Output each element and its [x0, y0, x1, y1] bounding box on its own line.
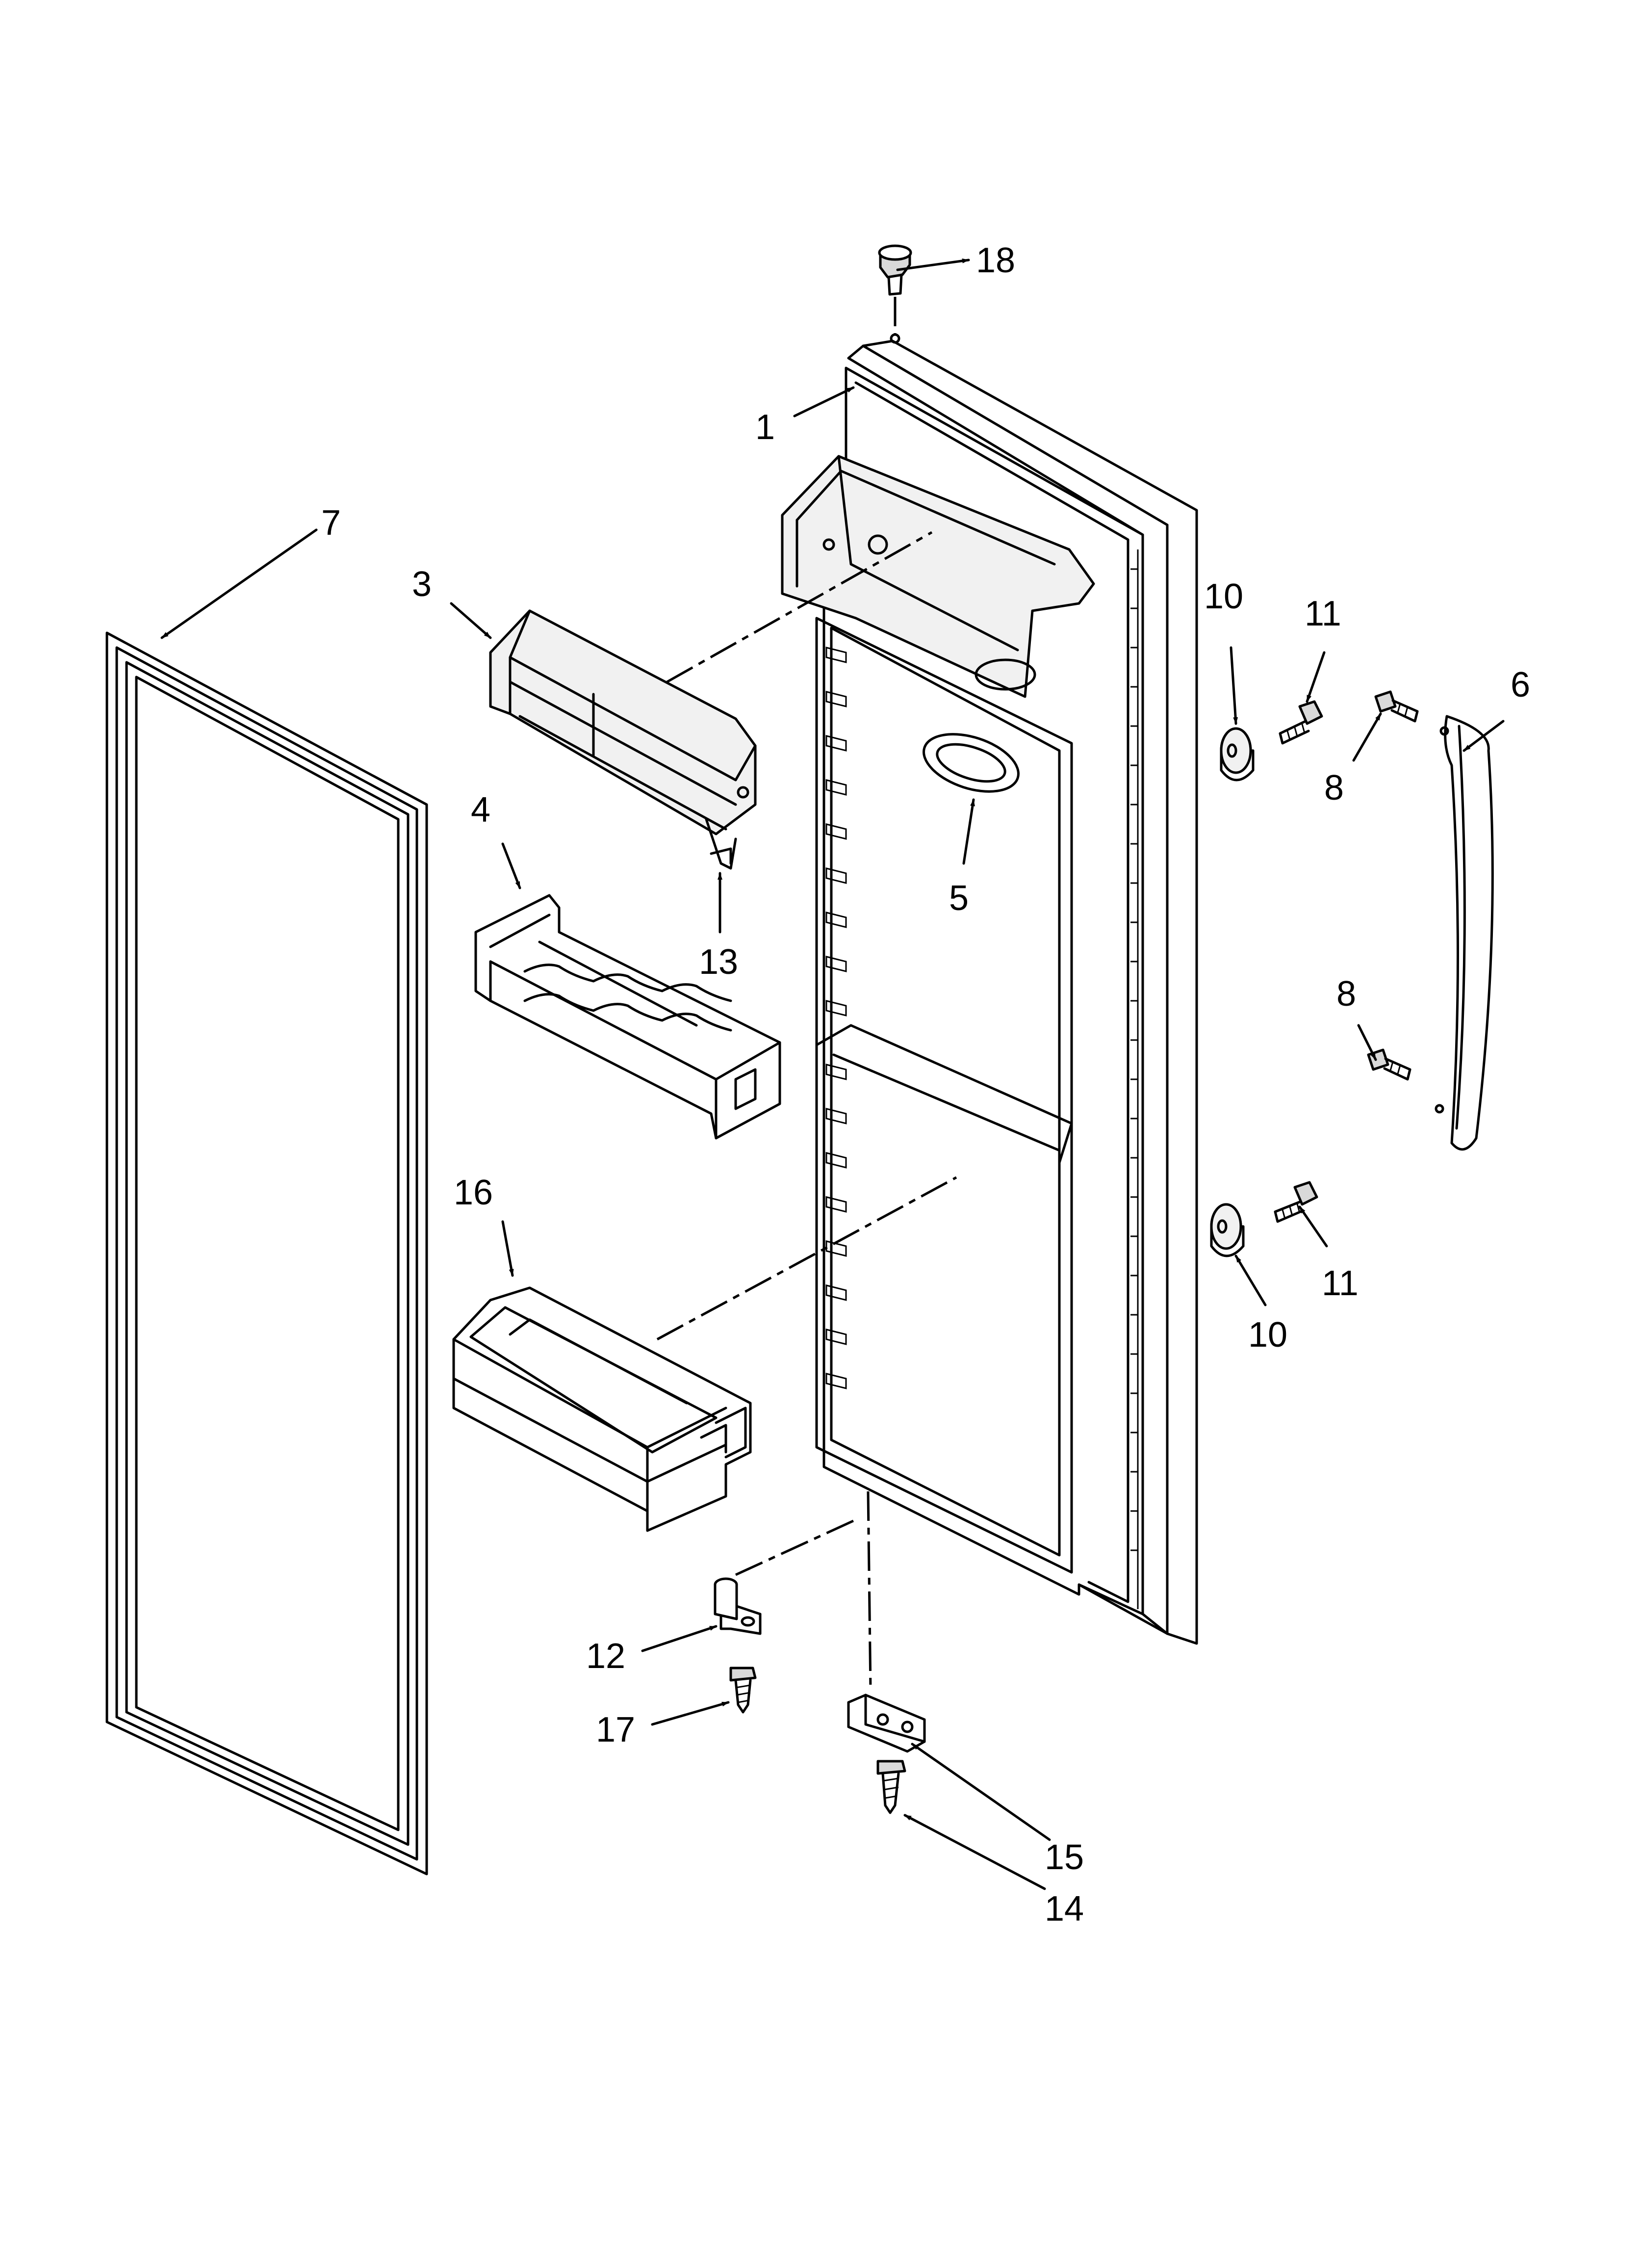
door-handle [1435, 715, 1494, 1151]
callout-16: 16 [454, 1173, 493, 1212]
handle-spacer-bottom [1210, 1203, 1245, 1257]
callout-5: 5 [949, 879, 969, 918]
egg-tray [474, 894, 781, 1140]
callout-6: 6 [1511, 665, 1530, 704]
callout-8-top: 8 [1324, 768, 1344, 808]
assembly-lines [656, 531, 957, 1691]
lower-hinge [714, 1577, 762, 1635]
callout-15: 15 [1045, 1838, 1084, 1877]
top-plug [878, 244, 912, 344]
handle-mount-screw-bottom [1367, 1048, 1411, 1081]
dispenser-cover [489, 609, 757, 870]
callout-11-top: 11 [1305, 594, 1341, 633]
callout-10-bottom: 10 [1248, 1315, 1287, 1355]
handle-screw-top [1279, 700, 1323, 745]
callout-labels: 18 1 7 3 4 13 5 10 11 6 8 8 11 10 16 12 … [321, 241, 1530, 1929]
callout-10-top: 10 [1204, 577, 1243, 616]
callout-3: 3 [412, 565, 432, 604]
leader-arrows [160, 258, 1505, 1890]
callout-12: 12 [586, 1637, 625, 1676]
handle-screw-bottom [1274, 1181, 1318, 1223]
pivot-pin [710, 847, 732, 865]
callout-14: 14 [1045, 1889, 1084, 1929]
oval-trim [923, 733, 1020, 793]
hinge-plate [847, 1694, 926, 1753]
door-bin [452, 1286, 752, 1532]
hinge-screw [729, 1667, 757, 1714]
callout-1: 1 [755, 408, 775, 447]
callout-18: 18 [976, 241, 1015, 280]
callout-11-bottom: 11 [1322, 1264, 1359, 1303]
callout-8-bottom: 8 [1336, 974, 1356, 1014]
door-gasket [105, 631, 428, 1876]
handle-mount-screw-top [1374, 690, 1419, 723]
plate-screw [876, 1760, 906, 1814]
callout-4: 4 [471, 790, 490, 830]
callout-7: 7 [321, 503, 341, 543]
handle-spacer-top [1220, 727, 1255, 782]
callout-17: 17 [596, 1710, 635, 1749]
door-liner [781, 339, 1198, 1645]
callout-13: 13 [699, 942, 738, 982]
